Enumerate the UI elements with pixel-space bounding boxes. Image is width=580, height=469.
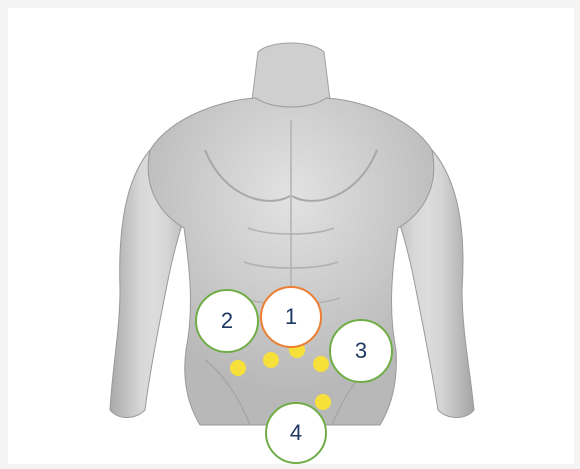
site-marker-label: 4 [290, 420, 302, 446]
neck [252, 43, 330, 109]
site-marker-2: 2 [195, 289, 259, 353]
injection-site-dot [230, 360, 246, 376]
site-marker-label: 3 [355, 338, 367, 364]
site-marker-3: 3 [329, 319, 393, 383]
site-marker-label: 2 [221, 308, 233, 334]
site-marker-label: 1 [285, 304, 297, 330]
site-marker-1: 1 [260, 286, 322, 348]
site-marker-4: 4 [265, 402, 327, 464]
injection-site-dot [313, 356, 329, 372]
injection-site-dot [315, 394, 331, 410]
injection-site-dot [263, 352, 279, 368]
